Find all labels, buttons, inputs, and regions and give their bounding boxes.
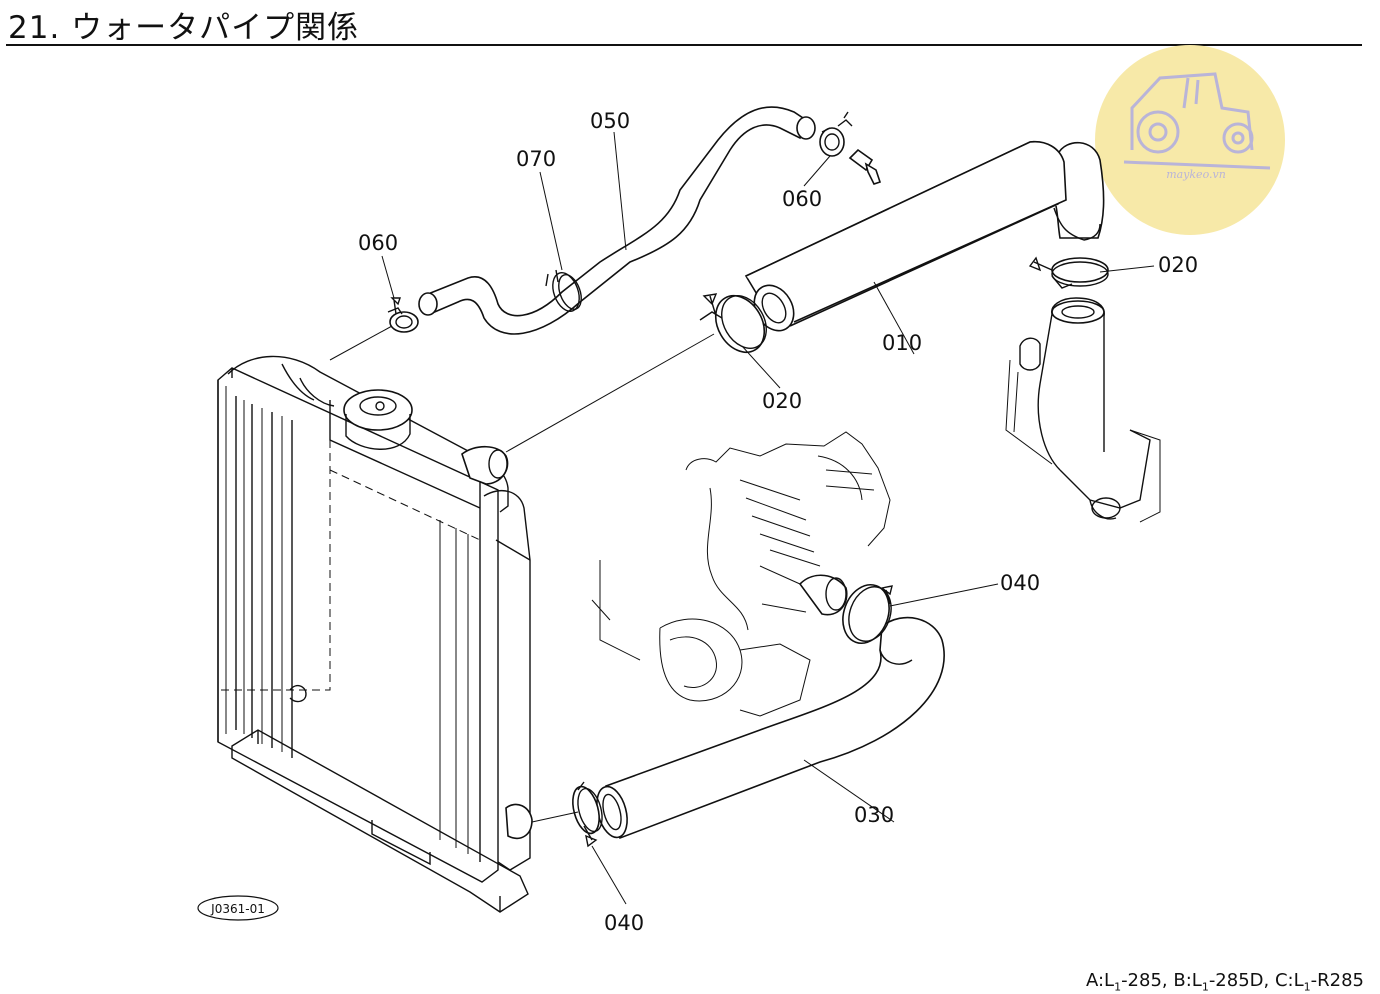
part-label-040-top: 040 <box>1000 571 1040 595</box>
part-label-020-top: 020 <box>1158 253 1198 277</box>
part-label-020-mid: 020 <box>762 389 802 413</box>
hose-010 <box>744 140 1105 332</box>
part-label-060-top: 060 <box>782 187 822 211</box>
clamp-060-top <box>819 111 853 157</box>
clamp-070 <box>545 269 582 312</box>
tractor-icon <box>1123 72 1271 170</box>
temperature-sensor <box>848 148 882 185</box>
model-applicability-note: A:L1-285, B:L1-285D, C:L1-R285 <box>1085 970 1364 994</box>
part-label-010: 010 <box>882 331 922 355</box>
part-label-070: 070 <box>516 147 556 171</box>
engine-block <box>591 431 891 717</box>
leader-lines <box>329 131 1155 905</box>
page-title: 21. ウォータパイプ関係 <box>8 10 360 46</box>
part-label-040-bottom: 040 <box>604 911 644 935</box>
title-divider <box>6 44 1362 46</box>
part-label-060-left: 060 <box>358 231 398 255</box>
clamp-020-top <box>1028 256 1109 289</box>
hose-030 <box>596 616 945 840</box>
hose-050 <box>418 106 816 335</box>
figure-code-badge: J0361-01 <box>197 895 279 921</box>
part-label-050: 050 <box>590 109 630 133</box>
watermark-text: maykeo.vn <box>1166 168 1226 181</box>
part-label-030: 030 <box>854 803 894 827</box>
clamp-040-top <box>842 584 893 644</box>
figure-code: J0361-01 <box>210 902 265 916</box>
watermark: maykeo.vn <box>1095 45 1285 235</box>
thermostat-housing <box>1005 297 1161 523</box>
clamp-060-left <box>387 297 419 333</box>
radiator <box>217 355 533 913</box>
clamp-020-mid <box>699 293 767 354</box>
